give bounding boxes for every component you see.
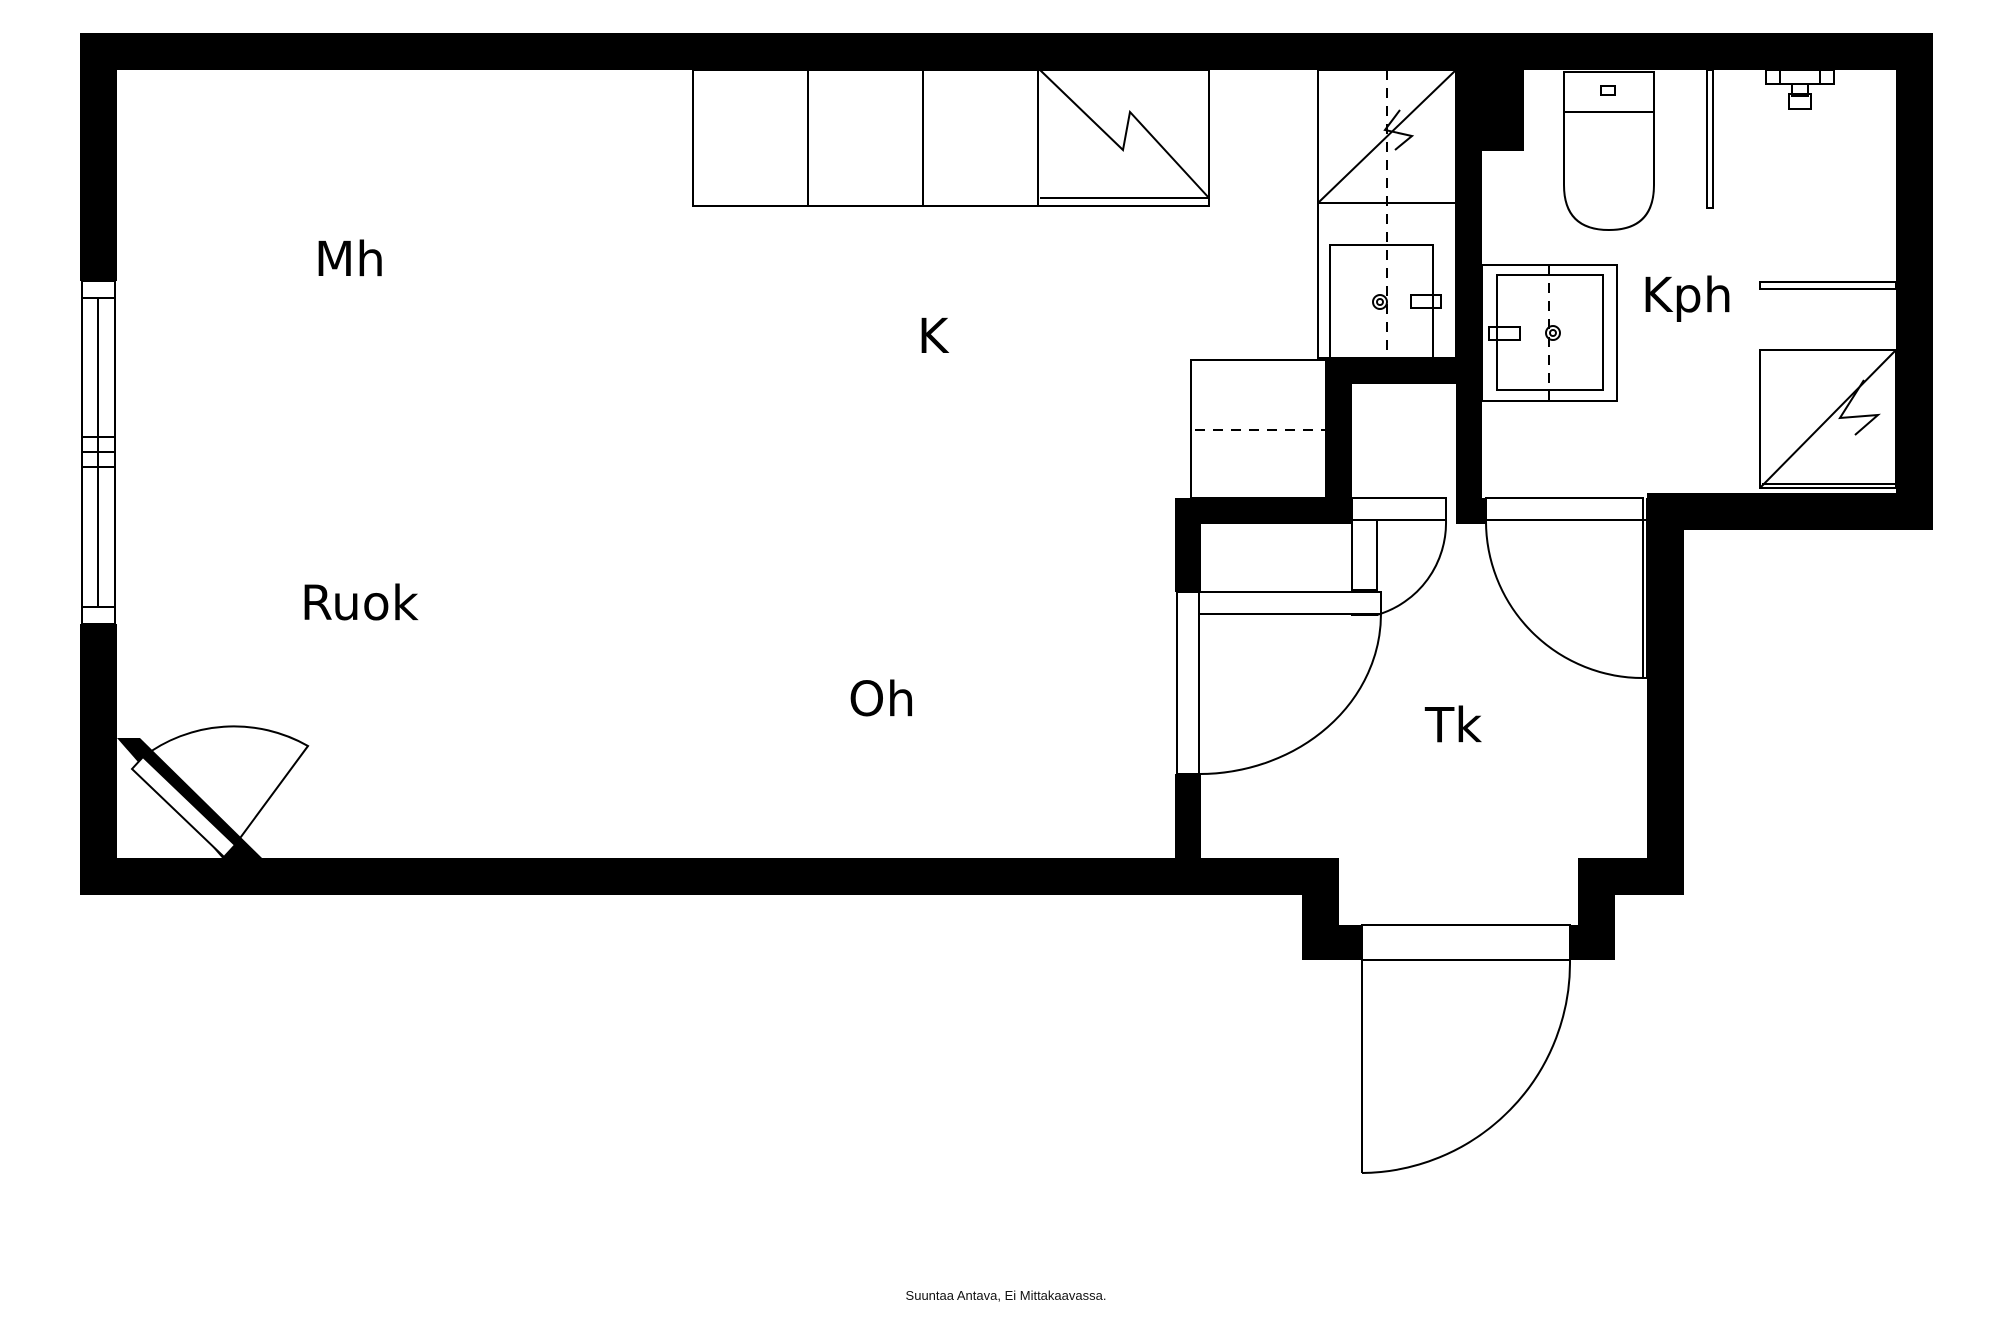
- room-label-mh: Mh: [314, 232, 386, 288]
- kitchen-cabinets: [692, 69, 1039, 207]
- window-left: [80, 280, 117, 625]
- walls: [80, 33, 1933, 960]
- shower-mixer: [1765, 69, 1835, 110]
- wall-entry-right-jamb: [1570, 925, 1615, 960]
- wall-shaft-block: [1456, 33, 1524, 151]
- entrance-door: [1361, 924, 1572, 1174]
- kitchen-appliance-cabinet: [1037, 69, 1210, 207]
- room-label-oh: Oh: [848, 672, 916, 728]
- kitchen-counter-small: [1190, 359, 1327, 499]
- wall-bottom: [80, 858, 1180, 895]
- wall-right-bath: [1896, 33, 1933, 530]
- room-label-ruok: Ruok: [300, 576, 419, 632]
- room-label-k: K: [917, 309, 950, 365]
- wall-hall-bottom-left: [1175, 858, 1339, 895]
- wall-right-hall: [1647, 493, 1684, 895]
- bathroom-door: [1484, 497, 1648, 679]
- balcony-door: [117, 725, 310, 859]
- wall-closet-left: [1326, 358, 1352, 523]
- washing-machine: [1759, 349, 1897, 489]
- wall-top: [80, 33, 1933, 70]
- shower-screen: [1706, 69, 1897, 290]
- kitchen-tall-unit: [1317, 69, 1457, 359]
- wall-bath-bottom: [1647, 493, 1933, 530]
- room-label-kph: Kph: [1641, 268, 1733, 324]
- wall-entry-left-jamb: [1302, 925, 1362, 960]
- living-room-door: [1175, 591, 1382, 775]
- closet-opening: [1352, 384, 1456, 498]
- washbasin: [1481, 264, 1618, 402]
- room-label-tk: Tk: [1424, 698, 1482, 754]
- toilet: [1563, 71, 1655, 232]
- disclaimer-text: Suuntaa Antava, Ei Mittakaavassa.: [906, 1288, 1107, 1303]
